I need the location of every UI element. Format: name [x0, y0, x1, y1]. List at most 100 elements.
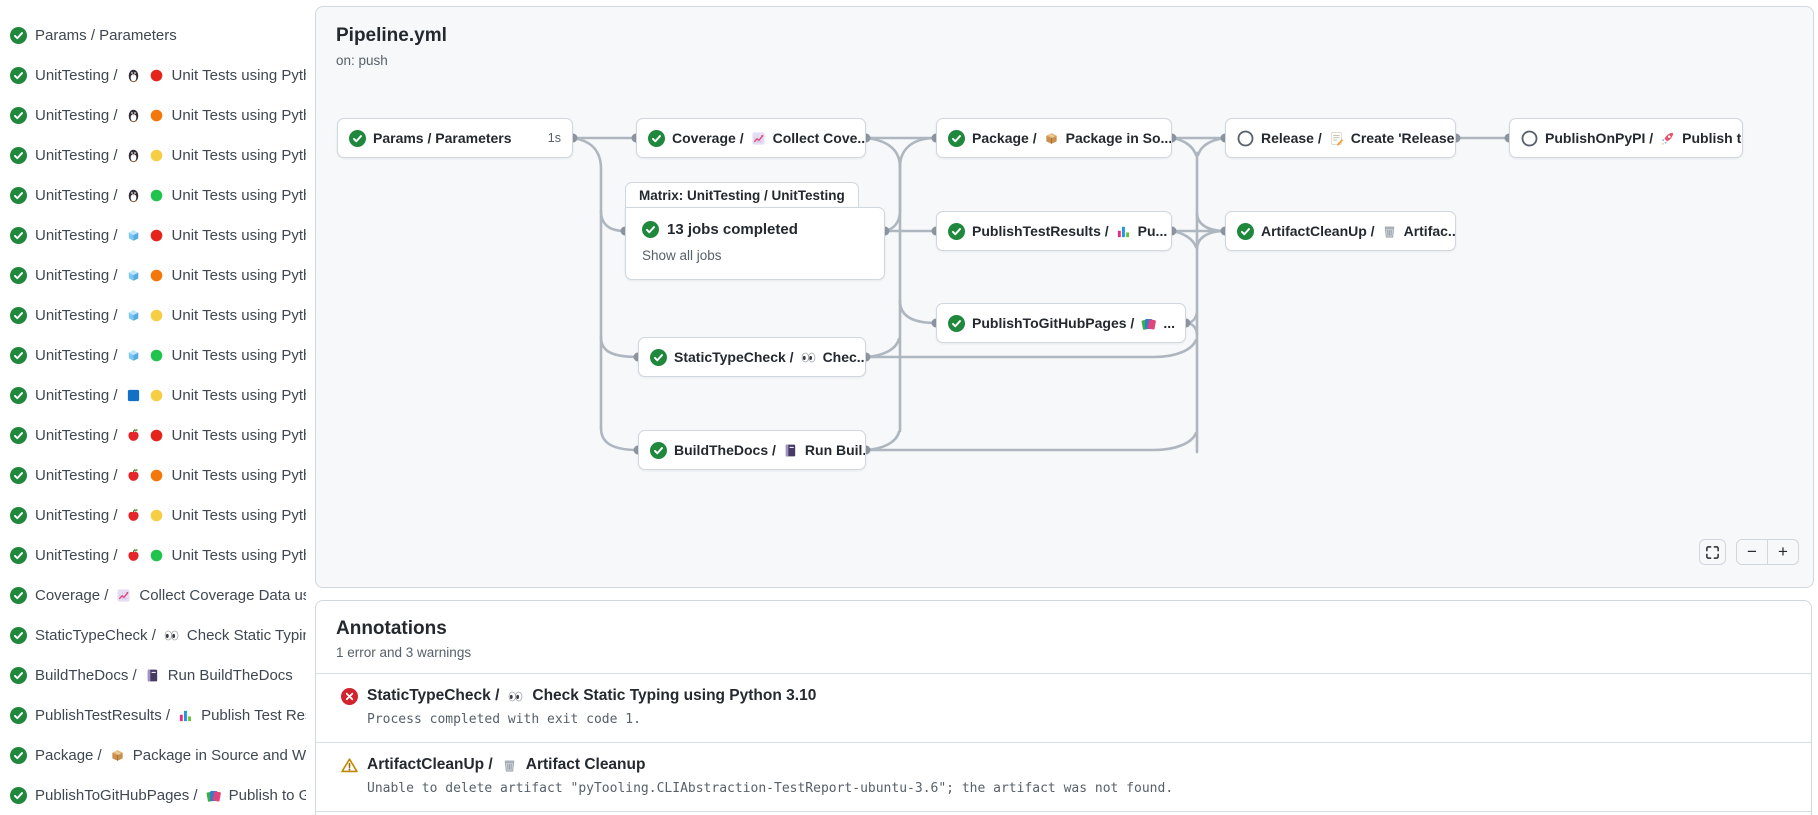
notebook-icon [145, 668, 160, 683]
node-artifactcleanup[interactable]: ArtifactCleanUp /Artifac...3s [1225, 211, 1456, 251]
matrix-group-node[interactable]: 13 jobs completed Show all jobs [625, 207, 885, 280]
sidebar-item-label-suffix: Unit Tests using Pyth... [171, 426, 306, 444]
sidebar-item-package[interactable]: Package /Package in Source and Wh... [10, 742, 306, 768]
circle-orange-icon [149, 468, 164, 483]
node-label-suffix: Package in So... [1065, 130, 1172, 146]
node-label: ArtifactCleanUp / [1261, 223, 1375, 239]
sidebar-item-unittesting[interactable]: UnitTesting /Unit Tests using Pyth... [10, 222, 306, 248]
node-label: StaticTypeCheck / [674, 349, 794, 365]
sidebar-item-label-suffix: Unit Tests using Pyth... [171, 66, 306, 84]
sidebar-item-unittesting[interactable]: UnitTesting /Unit Tests using Pyth... [10, 542, 306, 568]
node-publishtestresults[interactable]: PublishTestResults /Pu...17s [936, 211, 1172, 251]
annotation-title-link[interactable]: ArtifactCleanUp /Artifact Cleanup [341, 756, 1791, 774]
sidebar-item-unittesting[interactable]: UnitTesting /Unit Tests using Pyth... [10, 462, 306, 488]
sidebar-item-publishtestresults[interactable]: PublishTestResults /Publish Test Resu... [10, 702, 306, 728]
sidebar-item-unittesting[interactable]: UnitTesting /Unit Tests using Pyth... [10, 342, 306, 368]
node-release[interactable]: Release /Create 'Release P... [1225, 118, 1456, 158]
sidebar-item-label: UnitTesting / [35, 506, 118, 524]
circle-red-icon [149, 68, 164, 83]
sidebar-item-label: Params / Parameters [35, 26, 177, 44]
sidebar-item-label: UnitTesting / [35, 386, 118, 404]
check-success-icon [10, 146, 27, 164]
annotations-header: Annotations 1 error and 3 warnings [316, 601, 1811, 673]
annotation-job-label-suffix: Check Static Typing using Python 3.10 [532, 687, 817, 704]
check-success-icon [10, 586, 27, 604]
zoom-in-button[interactable]: + [1778, 542, 1788, 561]
check-success-icon [10, 386, 27, 404]
check-success-icon [10, 306, 27, 324]
node-package[interactable]: Package /Package in So...25s [936, 118, 1172, 158]
sidebar-item-label: UnitTesting / [35, 546, 118, 564]
check-success-icon [10, 26, 27, 44]
circle-orange-icon [149, 268, 164, 283]
node-publishtogithubpages[interactable]: PublishToGitHubPages /...13s [936, 303, 1186, 343]
check-success-icon [650, 348, 667, 366]
check-success-icon [10, 226, 27, 244]
sidebar-item-label: UnitTesting / [35, 146, 118, 164]
sidebar-item-label-suffix: Unit Tests using Pyth... [171, 306, 306, 324]
circle-green-icon [149, 188, 164, 203]
pipeline-trigger: on: push [336, 53, 388, 68]
node-label: Params / Parameters [373, 130, 512, 146]
node-statictypecheck[interactable]: StaticTypeCheck /Chec...13s [638, 337, 866, 377]
blue-square-icon [126, 388, 141, 403]
sidebar-item-unittesting[interactable]: UnitTesting / Unit Tests using Pyth... [10, 502, 306, 528]
node-label-suffix: ... [1163, 315, 1175, 331]
node-publishonpypi[interactable]: PublishOnPyPI /Publish to ... [1509, 118, 1743, 158]
show-all-jobs-link[interactable]: Show all jobs [642, 248, 722, 263]
node-label-suffix: Publish to ... [1682, 130, 1742, 146]
sidebar-item-coverage[interactable]: Coverage /Collect Coverage Data usi... [10, 582, 306, 608]
zoom-out-button[interactable]: − [1737, 540, 1768, 564]
sidebar-item-unittesting[interactable]: UnitTesting /Unit Tests using Pyth... [10, 142, 306, 168]
sidebar-item-unittesting[interactable]: UnitTesting /Unit Tests using Pyth... [10, 62, 306, 88]
sidebar-item-statictypecheck[interactable]: StaticTypeCheck /Check Static Typing... [10, 622, 306, 648]
node-buildthedocs[interactable]: BuildTheDocs /Run Buil...47s [638, 430, 866, 470]
annotations-panel: Annotations 1 error and 3 warnings Stati… [315, 600, 1812, 815]
sidebar-item-label: UnitTesting / [35, 186, 118, 204]
apple-icon [126, 428, 141, 443]
workflow-edges [568, 133, 1514, 455]
penguin-icon [126, 68, 141, 83]
sidebar-item-label-suffix: Package in Source and Wh... [132, 746, 306, 764]
node-label-suffix: Create 'Release P... [1350, 130, 1455, 146]
fullscreen-button[interactable] [1699, 539, 1726, 565]
sidebar-item-unittesting[interactable]: UnitTesting /Unit Tests using Pyth... [10, 302, 306, 328]
sidebar-item-params[interactable]: Params / Parameters [10, 22, 306, 48]
annotations-title: Annotations [336, 618, 447, 639]
node-coverage[interactable]: Coverage /Collect Cove...25s [636, 118, 866, 158]
check-success-icon [10, 466, 27, 484]
sidebar-item-label-suffix: Unit Tests using Pyth... [171, 346, 306, 364]
check-success-icon [1237, 222, 1254, 240]
annotation-row-error: StaticTypeCheck /Check Static Typing usi… [316, 673, 1811, 742]
sidebar-item-label: UnitTesting / [35, 266, 118, 284]
sidebar-item-publishtogithubpages[interactable]: PublishToGitHubPages /Publish to G... [10, 782, 306, 808]
sidebar-item-label-suffix: Unit Tests using Pyth... [171, 506, 306, 524]
package-icon [1044, 131, 1059, 146]
sidebar-item-label-suffix: Unit Tests using Pyth... [171, 386, 306, 404]
success-icon [642, 221, 659, 238]
check-success-icon [349, 129, 366, 147]
circle-green-icon [149, 548, 164, 563]
sidebar-item-label: PublishTestResults / [35, 706, 171, 724]
fullscreen-icon [1705, 545, 1720, 560]
node-duration: 13s [1182, 316, 1185, 330]
check-success-icon [650, 441, 667, 459]
annotation-title-link[interactable]: StaticTypeCheck /Check Static Typing usi… [341, 687, 1791, 705]
circle-yellow-icon [149, 308, 164, 323]
ice-cube-icon [126, 348, 141, 363]
sidebar-item-label-suffix: Unit Tests using Pyth... [171, 226, 306, 244]
annotation-message: Process completed with exit code 1. [367, 712, 641, 727]
sidebar-item-unittesting[interactable]: UnitTesting / Unit Tests using Pyth... [10, 382, 306, 408]
sidebar-item-unittesting[interactable]: UnitTesting / Unit Tests using Pyth... [10, 262, 306, 288]
sidebar-item-label-suffix: Unit Tests using Pyth... [171, 266, 306, 284]
sidebar-item-unittesting[interactable]: UnitTesting /Unit Tests using Pyth... [10, 102, 306, 128]
circle-yellow-icon [149, 148, 164, 163]
matrix-group-tab: Matrix: UnitTesting / UnitTesting [625, 182, 859, 208]
sidebar-item-label-suffix: Unit Tests using Pyth... [171, 186, 306, 204]
sidebar-item-unittesting[interactable]: UnitTesting /Unit Tests using Pyth... [10, 422, 306, 448]
check-success-icon [10, 626, 27, 644]
circle-open-icon [1521, 130, 1538, 147]
sidebar-item-unittesting[interactable]: UnitTesting / Unit Tests using Pyth... [10, 182, 306, 208]
sidebar-item-buildthedocs[interactable]: BuildTheDocs /Run BuildTheDocs [10, 662, 306, 688]
